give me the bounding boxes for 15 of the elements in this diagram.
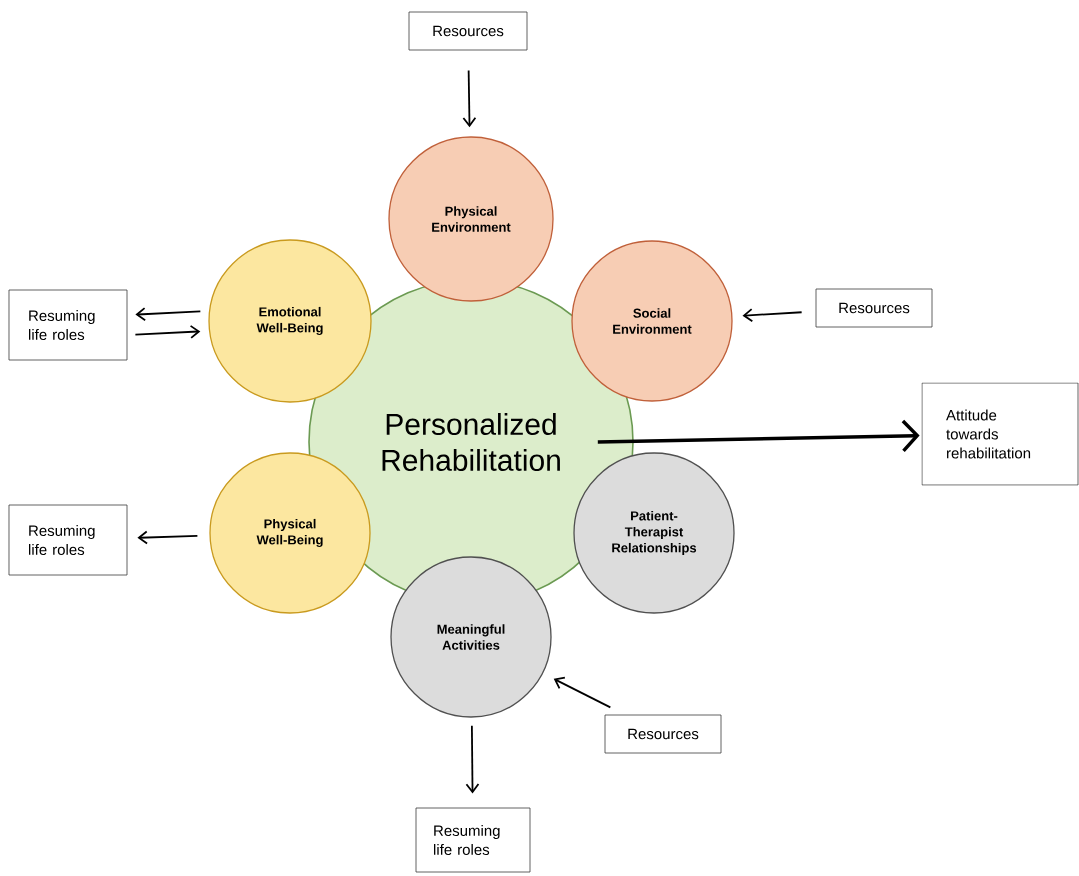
text-box: Resources xyxy=(604,714,722,754)
text-box: Resuming life roles xyxy=(8,289,128,361)
arrow xyxy=(465,724,480,794)
text-box: Resources xyxy=(815,288,933,328)
arrow xyxy=(742,308,803,323)
arrow xyxy=(135,307,202,322)
text-box: Attitude towards rehabilitation xyxy=(921,382,1079,486)
arrow xyxy=(597,419,920,453)
arrow xyxy=(134,325,201,339)
text-box: Resuming life roles xyxy=(415,807,531,873)
arrow xyxy=(137,530,199,545)
text-box: Resuming life roles xyxy=(8,504,128,576)
arrow xyxy=(553,676,612,709)
arrow xyxy=(462,69,477,128)
text-box: Resources xyxy=(408,11,528,51)
